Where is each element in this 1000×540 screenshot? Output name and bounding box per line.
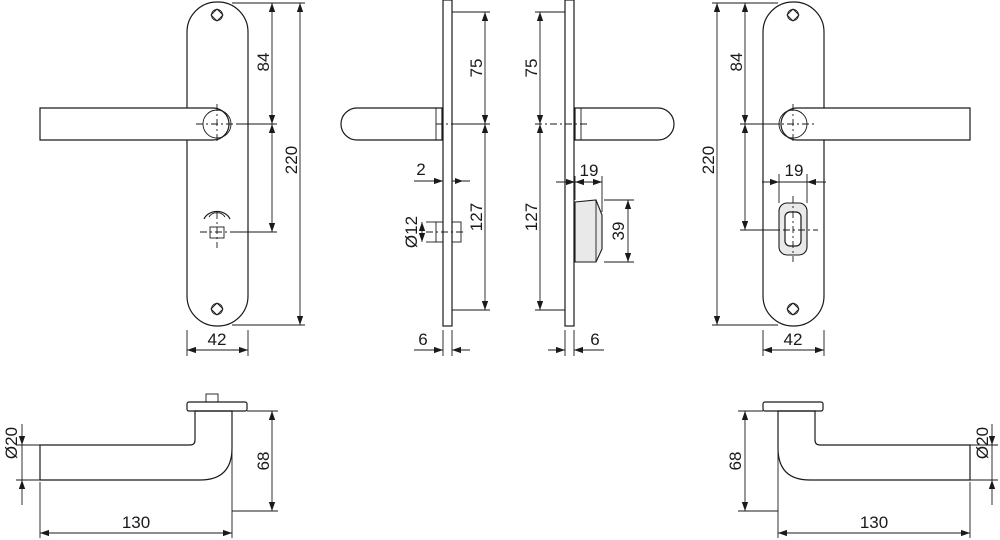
dim-label: 19 — [785, 161, 804, 180]
wc-indicator-icon — [768, 196, 818, 262]
rosette-top-right — [762, 401, 824, 412]
dim-label: 220 — [282, 146, 301, 174]
dim-label: Ø12 — [402, 216, 421, 248]
top-view-left: Ø20 68 130 — [2, 393, 278, 538]
dim-label: 19 — [580, 161, 599, 180]
plate-side-left — [442, 0, 453, 327]
dim-label: 220 — [699, 146, 718, 174]
lever-side-left — [340, 107, 443, 141]
rosette-top-left — [186, 401, 248, 412]
lever-top-left — [39, 410, 233, 481]
screw-icon — [786, 8, 800, 22]
front-view-right: 220 84 19 42 — [699, 1, 971, 356]
screw-icon — [786, 302, 800, 316]
lever-top-right — [777, 410, 971, 481]
lever-side-right — [574, 107, 675, 141]
lock-body — [574, 199, 603, 263]
screw-icon — [210, 302, 224, 316]
front-view-left: 84 220 42 — [39, 1, 305, 356]
plate-side-right — [564, 0, 575, 327]
dim-label: 2 — [416, 160, 425, 179]
dim-label: 130 — [122, 513, 150, 532]
dim-label: 6 — [418, 330, 427, 349]
dim-label: 68 — [726, 452, 745, 471]
dim-label: 39 — [609, 222, 628, 241]
dim-label: 84 — [254, 53, 273, 72]
dim-label: 75 — [467, 59, 486, 78]
dim-label: 6 — [590, 330, 599, 349]
dim-label: 68 — [254, 452, 273, 471]
wc-turn-icon — [200, 210, 236, 248]
dim-label: 130 — [860, 513, 888, 532]
backplate-right — [762, 1, 825, 327]
side-view-right: 75 127 19 39 6 — [522, 0, 675, 356]
screw-icon — [210, 8, 224, 22]
top-view-right: 68 Ø20 130 — [726, 401, 998, 538]
dim-label: 127 — [522, 203, 541, 231]
dim-label: 75 — [522, 59, 541, 78]
dim-label: Ø20 — [973, 427, 992, 459]
dim-label: 84 — [727, 53, 746, 72]
side-view-left: 75 127 2 Ø12 6 — [340, 0, 490, 356]
dim-label: 127 — [467, 203, 486, 231]
dim-label: Ø20 — [2, 427, 21, 459]
lever-left — [39, 107, 230, 141]
dim-label: 42 — [208, 330, 227, 349]
backplate-left — [186, 1, 249, 327]
lever-right — [780, 107, 971, 141]
dim-label: 42 — [784, 330, 803, 349]
